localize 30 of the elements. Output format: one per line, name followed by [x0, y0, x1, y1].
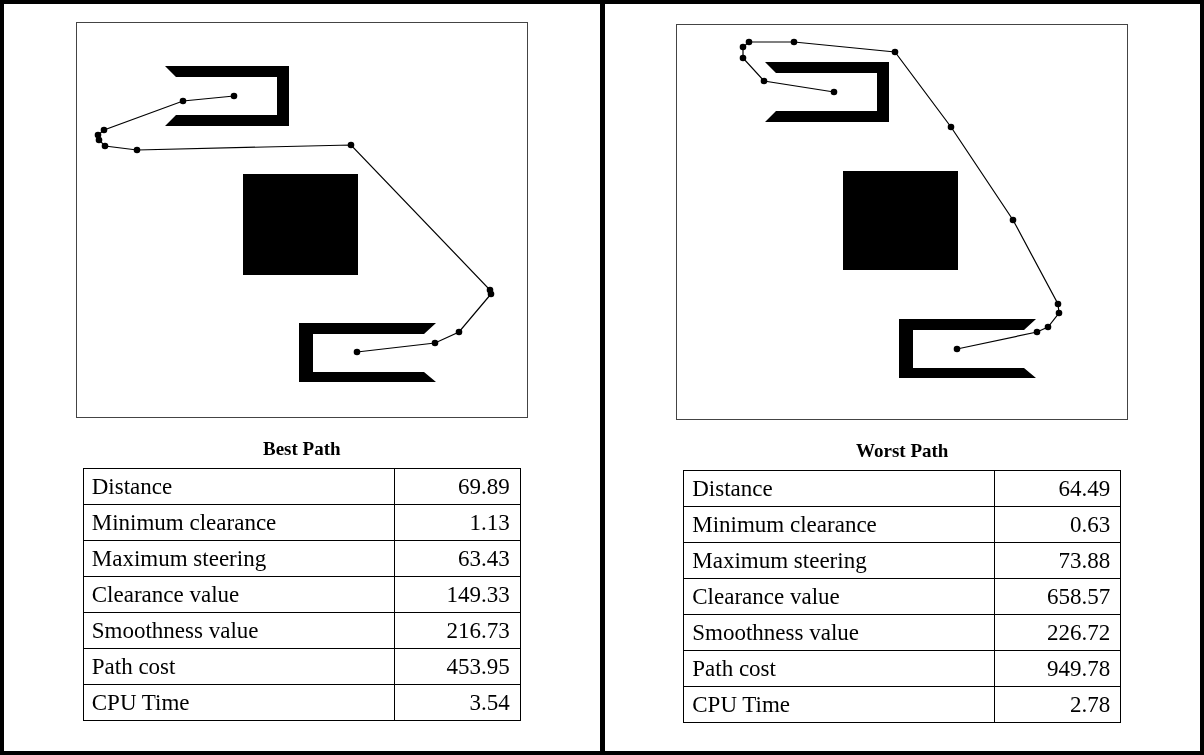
- metric-value: 69.89: [394, 468, 521, 505]
- metric-name: Path cost: [683, 650, 995, 687]
- metric-name: Clearance value: [683, 578, 995, 615]
- metric-name: Path cost: [83, 648, 395, 685]
- metric-value: 453.95: [394, 648, 521, 685]
- metric-name: Maximum steering: [83, 540, 395, 577]
- metric-value: 63.43: [394, 540, 521, 577]
- metric-value: 149.33: [394, 576, 521, 613]
- metric-value: 2.78: [994, 686, 1121, 723]
- metric-name: CPU Time: [83, 684, 395, 721]
- metric-name: Smoothness value: [683, 614, 995, 651]
- metric-name: Distance: [683, 470, 995, 507]
- metric-value: 3.54: [394, 684, 521, 721]
- metric-name: Minimum clearance: [683, 506, 995, 543]
- metric-value: 1.13: [394, 504, 521, 541]
- metric-value: 658.57: [994, 578, 1121, 615]
- metric-value: 216.73: [394, 612, 521, 649]
- metric-value: 0.63: [994, 506, 1121, 543]
- metric-name: Minimum clearance: [83, 504, 395, 541]
- metric-value: 73.88: [994, 542, 1121, 579]
- metric-name: Clearance value: [83, 576, 395, 613]
- metric-value: 949.78: [994, 650, 1121, 687]
- metric-value: 64.49: [994, 470, 1121, 507]
- plot-caption: Worst Path: [856, 440, 949, 463]
- metric-name: Distance: [83, 468, 395, 505]
- metric-value: 226.72: [994, 614, 1121, 651]
- metric-name: CPU Time: [683, 686, 995, 723]
- metric-name: Maximum steering: [683, 542, 995, 579]
- metric-name: Smoothness value: [83, 612, 395, 649]
- plot-caption: Best Path: [262, 438, 341, 461]
